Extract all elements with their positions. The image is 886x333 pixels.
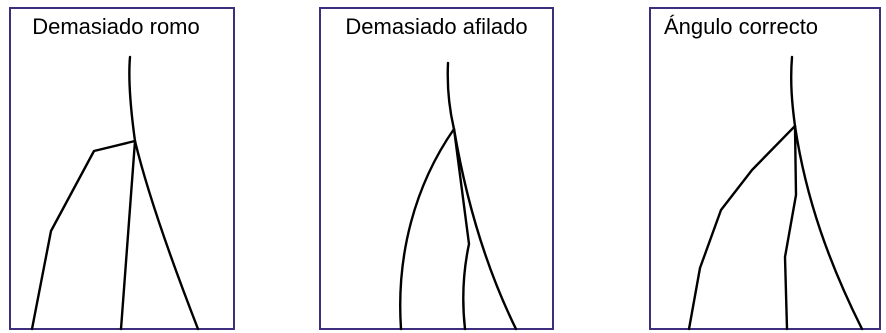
blunt-branch — [30, 139, 137, 331]
trunk — [446, 61, 518, 331]
tree-correct-angle — [687, 55, 864, 331]
panel-title-too-sharp: Demasiado afilado — [345, 14, 528, 39]
panel-correct-angle: Ángulo correcto — [649, 7, 881, 330]
correct-inner-branch — [783, 124, 798, 331]
sharp-left-branch — [399, 127, 456, 331]
tree-too-blunt — [30, 55, 200, 331]
panel-title-too-blunt: Demasiado romo — [32, 14, 200, 39]
middle-branch — [119, 139, 137, 331]
panel-too-blunt: Demasiado romo — [9, 7, 235, 330]
panel-title-correct-angle: Ángulo correcto — [663, 14, 819, 39]
tree-too-sharp — [399, 61, 518, 331]
correct-left-branch — [687, 124, 797, 331]
trunk — [790, 55, 864, 331]
sharp-inner-branch — [452, 127, 471, 331]
panel-too-sharp: Demasiado afilado — [319, 7, 554, 330]
trunk — [128, 55, 200, 331]
